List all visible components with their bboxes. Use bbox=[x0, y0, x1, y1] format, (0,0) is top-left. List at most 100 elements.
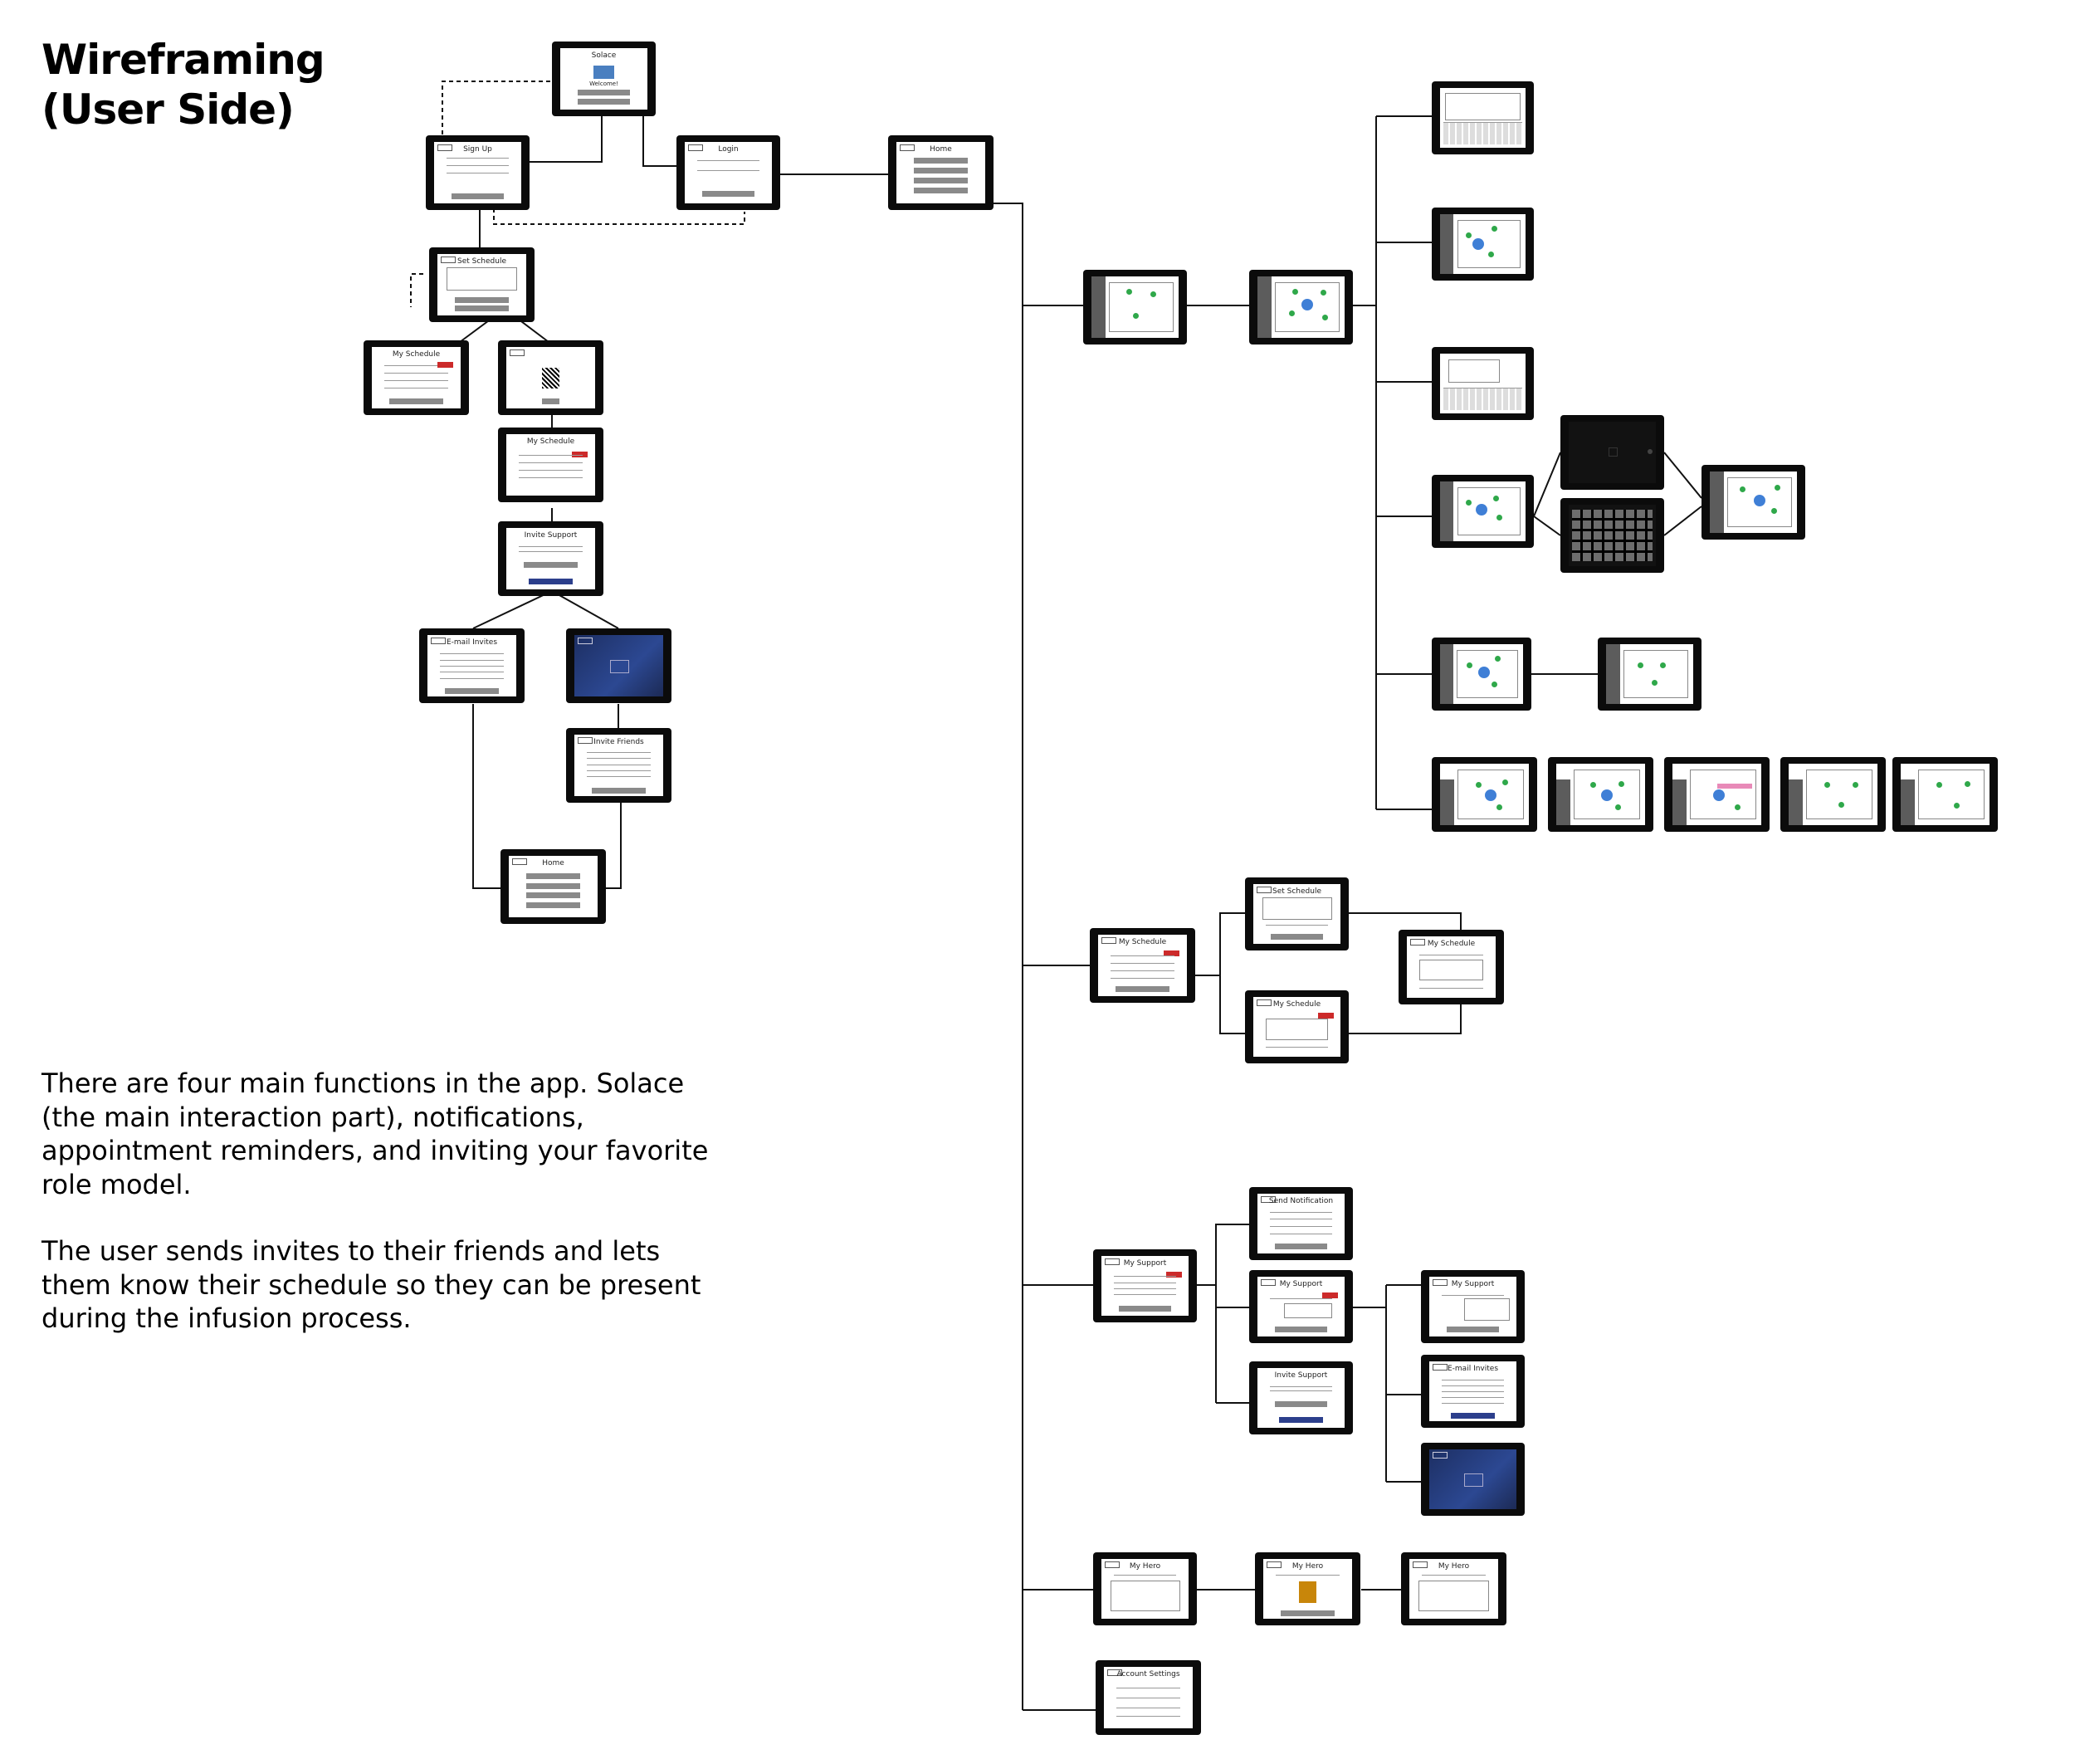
center-node[interactable] bbox=[1753, 495, 1765, 507]
supporter-row[interactable] bbox=[1441, 1294, 1505, 1296]
sidebar[interactable] bbox=[1789, 779, 1804, 825]
notify-button[interactable] bbox=[1165, 1271, 1182, 1278]
node-dot[interactable] bbox=[1292, 288, 1298, 295]
send-button[interactable] bbox=[1451, 1412, 1495, 1419]
sidebar[interactable] bbox=[1710, 472, 1724, 533]
node-dot[interactable] bbox=[1491, 226, 1497, 232]
menu-schedule-button[interactable] bbox=[914, 168, 968, 174]
menu-support-button[interactable] bbox=[914, 177, 968, 183]
back-button[interactable] bbox=[1105, 1561, 1120, 1568]
supporter-row[interactable] bbox=[1113, 1294, 1177, 1296]
text-area[interactable] bbox=[1445, 92, 1521, 120]
create-account-button[interactable] bbox=[452, 193, 504, 200]
back-button[interactable] bbox=[512, 858, 527, 865]
node-dot[interactable] bbox=[1465, 499, 1472, 506]
back-button[interactable] bbox=[1413, 1561, 1428, 1568]
center-node[interactable] bbox=[1600, 789, 1613, 802]
friend-row[interactable] bbox=[586, 776, 652, 778]
node-dot[interactable] bbox=[1734, 804, 1741, 810]
center-node[interactable] bbox=[1301, 298, 1313, 310]
node-dot[interactable] bbox=[1637, 662, 1643, 668]
sidebar[interactable] bbox=[1901, 779, 1916, 825]
facebook-invite-button[interactable] bbox=[1279, 1417, 1323, 1424]
set-time-button[interactable] bbox=[455, 296, 509, 303]
appointment-row[interactable] bbox=[1418, 988, 1484, 990]
center-node[interactable] bbox=[1478, 667, 1490, 679]
node-dot[interactable] bbox=[1589, 782, 1596, 789]
username-field[interactable] bbox=[696, 160, 760, 162]
node-dot[interactable] bbox=[1475, 782, 1482, 789]
back-button[interactable] bbox=[1267, 1561, 1282, 1568]
sidebar[interactable] bbox=[1440, 779, 1455, 825]
node-dot[interactable] bbox=[1954, 803, 1960, 809]
node-dot[interactable] bbox=[1838, 801, 1844, 808]
canvas[interactable] bbox=[1623, 650, 1688, 698]
canvas[interactable] bbox=[1457, 220, 1521, 268]
highlight-bar[interactable] bbox=[1716, 783, 1753, 789]
date-picker[interactable] bbox=[446, 267, 518, 291]
node-dot[interactable] bbox=[1824, 782, 1830, 789]
back-button[interactable] bbox=[1261, 1196, 1276, 1203]
canvas[interactable] bbox=[1275, 282, 1340, 332]
back-button[interactable] bbox=[1433, 1279, 1448, 1286]
appointment-row[interactable] bbox=[518, 476, 583, 478]
friend-row[interactable] bbox=[586, 751, 652, 753]
add-appointment-button[interactable] bbox=[389, 398, 443, 405]
node-dot[interactable] bbox=[1465, 232, 1472, 238]
appointment-row[interactable] bbox=[1110, 977, 1175, 979]
send-button[interactable] bbox=[1275, 1244, 1327, 1250]
login-button[interactable] bbox=[578, 90, 630, 96]
appointment-row[interactable] bbox=[1110, 970, 1175, 971]
recipient-row[interactable] bbox=[1269, 1225, 1333, 1227]
back-button[interactable] bbox=[1101, 937, 1116, 944]
text-area[interactable] bbox=[1448, 359, 1501, 383]
appointment-row[interactable] bbox=[383, 373, 449, 374]
edit-dialog[interactable] bbox=[1265, 1018, 1329, 1040]
back-button[interactable] bbox=[1105, 1258, 1120, 1265]
name-field[interactable] bbox=[446, 158, 510, 159]
sidebar[interactable] bbox=[1672, 779, 1687, 825]
node-dot[interactable] bbox=[1492, 681, 1497, 687]
back-button[interactable] bbox=[510, 349, 525, 356]
sidebar[interactable] bbox=[1440, 481, 1454, 541]
contact-row[interactable] bbox=[439, 677, 505, 679]
delete-button[interactable] bbox=[1321, 1292, 1338, 1298]
node-dot[interactable] bbox=[1496, 804, 1503, 810]
back-button[interactable] bbox=[431, 638, 446, 644]
sidebar[interactable] bbox=[1440, 214, 1454, 274]
next-button[interactable] bbox=[541, 398, 560, 405]
supporter-row[interactable] bbox=[1269, 1297, 1333, 1299]
back-button[interactable] bbox=[688, 144, 703, 151]
contact-row[interactable] bbox=[1441, 1391, 1505, 1392]
hero-form[interactable] bbox=[1418, 1580, 1490, 1612]
appointment-row[interactable] bbox=[518, 469, 583, 471]
appointment-row[interactable] bbox=[1110, 955, 1175, 957]
supporter-row[interactable] bbox=[1113, 1276, 1177, 1278]
canvas[interactable] bbox=[1727, 477, 1792, 527]
canvas[interactable] bbox=[1690, 770, 1756, 819]
node-dot[interactable] bbox=[1965, 780, 1971, 787]
contact-row[interactable] bbox=[1441, 1403, 1505, 1405]
canvas[interactable] bbox=[1457, 770, 1524, 819]
menu-hero-button[interactable] bbox=[914, 187, 968, 193]
supporter-detail-popup[interactable] bbox=[1464, 1297, 1510, 1322]
node-dot[interactable] bbox=[1492, 496, 1499, 502]
keyboard[interactable] bbox=[1443, 121, 1522, 144]
back-button[interactable] bbox=[1410, 939, 1425, 946]
email-invite-button[interactable] bbox=[1275, 1401, 1327, 1408]
canvas[interactable] bbox=[1457, 650, 1518, 698]
confirm-button[interactable] bbox=[1271, 934, 1323, 941]
back-button[interactable] bbox=[900, 144, 915, 151]
appointment-row[interactable] bbox=[1265, 1047, 1329, 1048]
canvas[interactable] bbox=[1806, 770, 1872, 819]
invite-button[interactable] bbox=[592, 787, 646, 794]
canvas[interactable] bbox=[1574, 770, 1640, 819]
contact-row[interactable] bbox=[439, 666, 505, 667]
recipient-row[interactable] bbox=[1269, 1211, 1333, 1213]
friend-row[interactable] bbox=[586, 758, 652, 760]
back-button[interactable] bbox=[1261, 1279, 1276, 1286]
delete-button[interactable] bbox=[572, 451, 588, 457]
node-dot[interactable] bbox=[1618, 780, 1624, 787]
node-dot[interactable] bbox=[1487, 251, 1494, 257]
facebook-login-dialog[interactable] bbox=[1464, 1473, 1483, 1488]
